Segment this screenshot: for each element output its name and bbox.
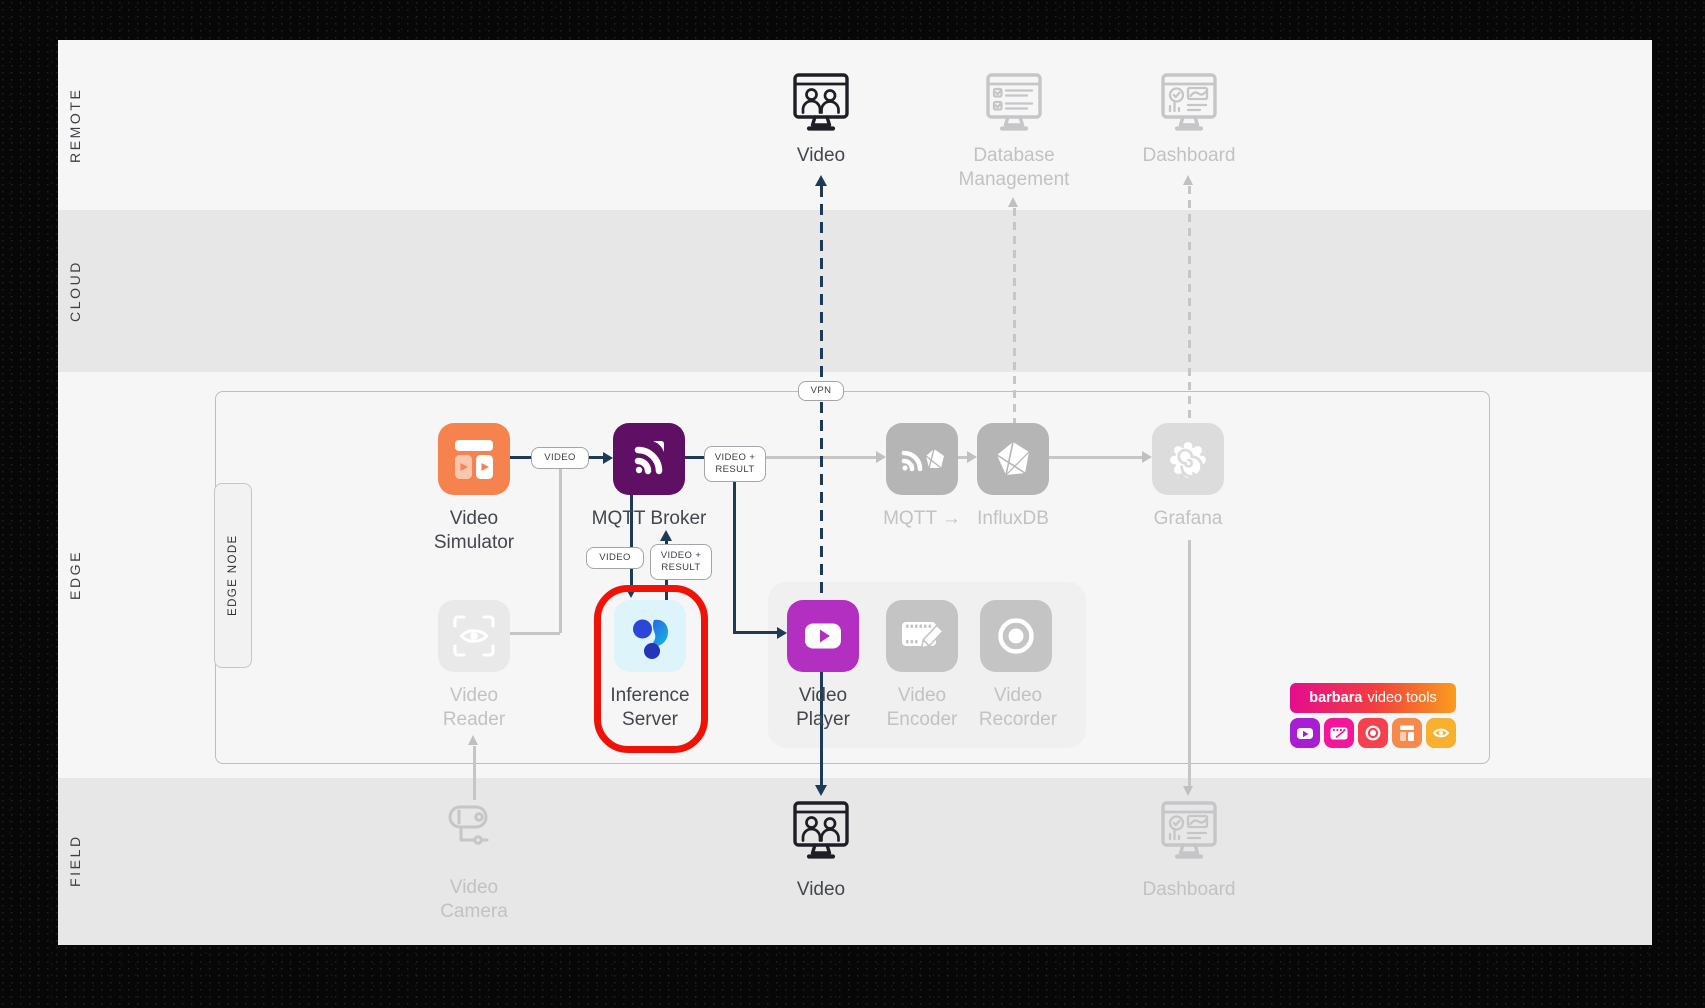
line-junction-down [559,469,562,633]
video-encoder-node [886,600,958,672]
barbara-video-tools-banner: barbara video tools [1290,683,1456,713]
grafana-swirl-icon [1170,442,1206,478]
database-management-monitor-icon [986,73,1042,131]
line-result-to-player [733,631,777,634]
mini-reader-icon [1426,718,1456,748]
video-reader-node [438,600,510,672]
line-broker-inference [630,495,633,587]
dashboard-monitor-icon [1161,73,1217,131]
film-pencil-icon [902,622,944,649]
arrow-into-remote-video [815,175,827,186]
field-video-monitor-icon [793,801,849,859]
band-cloud [58,210,1652,372]
video-reader-label: Video Reader [442,685,506,731]
barbara-brand-text: barbara [1309,690,1363,706]
field-dashboard-monitor-icon [1161,801,1217,859]
arrow-into-remote-dashboard [1183,175,1193,185]
architecture-diagram: REMOTE CLOUD EDGE FIELD EDGE NODE [58,40,1652,945]
mqtt-broker-node [613,423,685,495]
line-mqttbox-influx [958,456,967,459]
band-label-cloud: CLOUD [67,260,83,323]
mqtt-arrow-label: MQTT → [883,508,961,529]
arrow-into-reader [468,735,478,745]
video-encoder-label: Video Encoder [886,685,958,731]
pill-video-down: VIDEO [586,547,644,569]
band-label-edge: EDGE [67,549,83,601]
barbara-suffix-text: video tools [1367,690,1437,706]
arrow-into-grafana [1142,451,1152,463]
line-junction-to-reader [510,632,560,635]
edge-node-tab: EDGE NODE [214,483,252,668]
play-button-icon [805,623,841,649]
mqtt-signal-icon [634,441,664,475]
cctv-camera-icon [448,805,489,845]
video-player-label: Video Player [796,685,850,731]
inference-server-highlight [594,585,708,753]
band-label-field: FIELD [67,834,83,888]
influxdb-node [977,423,1049,495]
line-camera-reader [473,746,476,800]
video-recorder-label: Video Recorder [978,685,1058,731]
video-call-monitor-icon [793,73,849,131]
arrow-into-field-dashboard [1183,786,1193,796]
grafana-label: Grafana [1153,508,1223,529]
influxdb-label: InfluxDB [977,508,1049,529]
grafana-node [1152,423,1224,495]
influxdb-polyhedron-icon [996,441,1030,476]
mqtt-influx-icon [901,448,944,472]
video-simulator-node [438,423,510,495]
mini-player-icon [1290,718,1320,748]
line-player-fieldvideo [820,672,823,785]
field-dashboard-label: Dashboard [1142,879,1236,900]
mqtt-influx-node [886,423,958,495]
arrow-into-influx [967,451,977,463]
dashed-influx-dbmgmt [1013,208,1016,423]
field-camera-label: Video Camera [440,877,508,923]
record-circle-icon [998,618,1034,654]
mini-simulator-icon [1392,718,1422,748]
pill-video-sim-broker: VIDEO [531,447,589,469]
line-result-down [733,481,736,632]
video-simulator-label: Video Simulator [433,508,515,554]
arrow-into-dbmgmt [1008,197,1018,207]
arrow-into-broker-up [660,530,672,541]
eye-scan-icon [453,615,495,657]
mini-encoder-icon [1324,718,1354,748]
arrow-into-mqttbox [876,451,886,463]
line-grafana-fielddashboard [1188,540,1191,786]
arrow-into-player [777,627,787,639]
video-recorder-node [980,600,1052,672]
mqtt-broker-label: MQTT Broker [591,508,707,529]
video-simulator-icon [455,440,493,479]
pill-video-result-up: VIDEO + RESULT [650,544,712,580]
remote-dashboard-label: Dashboard [1142,145,1236,166]
band-remote [58,40,1652,210]
pill-video-result-right: VIDEO + RESULT [704,446,766,482]
mini-recorder-icon [1358,718,1388,748]
pill-vpn: VPN [798,381,844,401]
band-field [58,778,1652,945]
field-video-label: Video [796,879,846,900]
barbara-inference-logo-icon [633,619,669,659]
inference-server-label: Inference Server [610,685,690,731]
remote-video-label: Video [796,145,846,166]
arrow-into-field-video [815,785,827,796]
remote-dbmgmt-label: Database Management [958,145,1070,191]
dashed-grafana-dashboard [1188,186,1191,423]
arrow-into-inference [625,587,637,598]
line-influx-grafana [1049,456,1142,459]
band-label-remote: REMOTE [67,87,83,163]
video-player-node [787,600,859,672]
arrow-into-broker [603,452,613,464]
